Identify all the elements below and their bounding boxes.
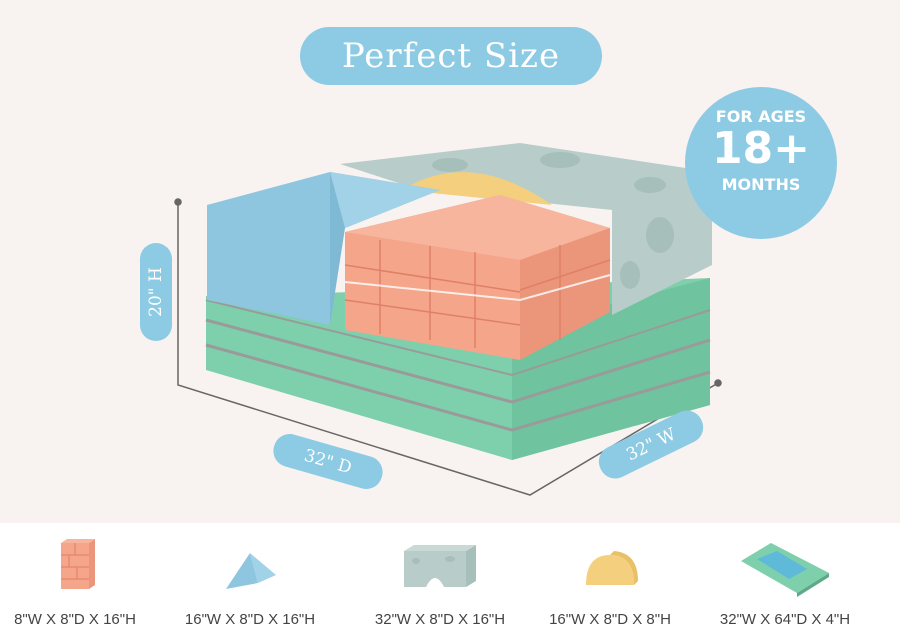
piece-label: 8"W X 8"D X 16"H: [14, 611, 136, 628]
page-title-text: Perfect Size: [341, 36, 561, 76]
age-badge: FOR AGES 18+ MONTHS: [685, 87, 837, 239]
piece-label: 32"W X 64"D X 4"H: [719, 611, 851, 628]
piece-label: 16"W X 8"D X 8"H: [549, 611, 671, 628]
height-dimension-text: 20" H: [146, 267, 166, 317]
age-badge-number: 18+: [711, 123, 811, 174]
piece-half-circle: 16"W X 8"D X 8"H: [535, 523, 685, 643]
piece-arch: 32"W X 8"D X 16"H: [360, 523, 520, 643]
piece-label: 16"W X 8"D X 16"H: [184, 611, 316, 628]
pieces-strip: 8"W X 8"D X 16"H 16"W X 8"D X 16"H 32"W …: [0, 523, 900, 643]
triangle-wedge-icon: [226, 553, 276, 589]
piece-mat: 32"W X 64"D X 4"H: [700, 523, 870, 643]
depth-dimension-text: 32" D: [301, 445, 355, 478]
age-badge-line2: MONTHS: [721, 175, 801, 194]
piece-label: 32"W X 8"D X 16"H: [374, 611, 506, 628]
blue-blocks: [207, 172, 440, 325]
half-circle-icon: [586, 551, 638, 585]
hero-section: Perfect Size FOR AGES 18+ MONTHS 20" H 3…: [140, 27, 837, 496]
age-badge-line1: FOR AGES: [715, 107, 807, 126]
sun-piece: [402, 172, 552, 205]
brick-blocks: [344, 195, 611, 360]
height-dimension-label: 20" H: [140, 243, 172, 341]
piece-brick: 8"W X 8"D X 16"H: [0, 523, 150, 643]
folding-mat-icon: [741, 543, 829, 597]
brick-block-icon: [61, 539, 95, 589]
piece-wedge: 16"W X 8"D X 16"H: [175, 523, 325, 643]
page-title: Perfect Size: [300, 27, 602, 85]
play-set-illustration: [174, 143, 722, 496]
arch-bridge-icon: [404, 545, 476, 587]
